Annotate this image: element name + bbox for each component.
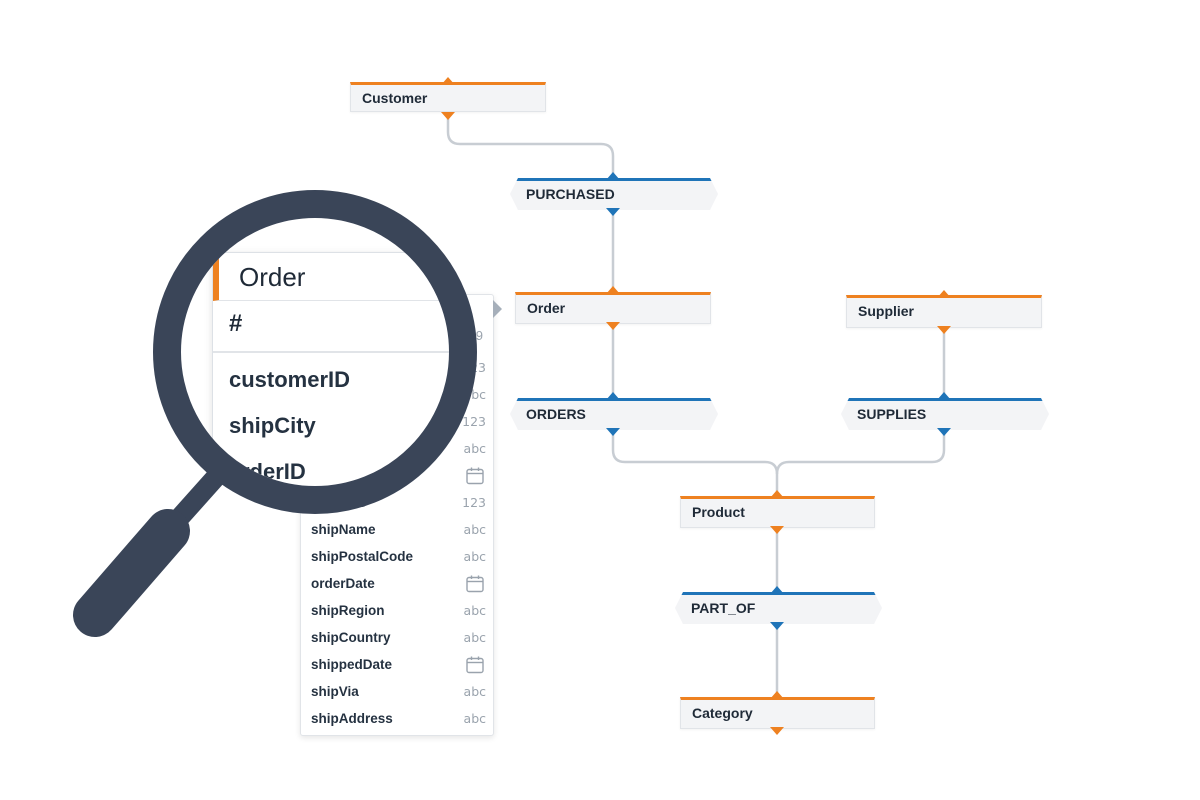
property-row: shipAddress abc (301, 706, 495, 733)
connector-out-icon (770, 727, 784, 735)
property-row: shippedDate (301, 652, 495, 679)
property-name: shipName (311, 522, 376, 537)
connector-in-icon (606, 172, 620, 180)
connector-out-icon (770, 622, 784, 630)
node-purchased[interactable]: PURCHASED (510, 178, 718, 210)
property-row: orderDate (301, 571, 495, 598)
string-type-icon: abc (463, 549, 486, 564)
node-label: Customer (362, 90, 428, 106)
node-label: Category (692, 705, 753, 721)
node-orders[interactable]: ORDERS (510, 398, 718, 430)
string-type-icon: abc (463, 630, 486, 645)
property-row: shipName abc (301, 517, 495, 544)
node-label: ORDERS (526, 406, 586, 422)
property-type-partial: 9 (475, 328, 483, 343)
calendar-icon (465, 655, 485, 675)
node-label: Order (527, 300, 566, 316)
property-row: abc (301, 436, 495, 463)
edge-supplies-product (775, 430, 946, 475)
connector-in-icon (441, 77, 455, 85)
property-row (301, 463, 495, 490)
string-type-icon: abc (463, 711, 486, 726)
string-type-icon: abc (463, 522, 486, 537)
connector-in-icon (937, 392, 951, 400)
connector-out-icon (441, 112, 455, 120)
property-row: 123 (301, 409, 495, 436)
node-order[interactable]: Order (515, 292, 711, 324)
node-product[interactable]: Product (680, 496, 875, 528)
node-label: Supplier (858, 303, 915, 319)
node-label: PURCHASED (526, 186, 615, 202)
node-part-of[interactable]: PART_OF (675, 592, 882, 624)
connector-in-icon (606, 286, 620, 294)
number-type-icon: 123 (462, 414, 486, 429)
node-label: PART_OF (691, 600, 756, 616)
connector-in-icon (937, 290, 951, 298)
calendar-icon (465, 574, 485, 594)
connector-out-icon (606, 208, 620, 216)
connector-in-icon (606, 392, 620, 400)
string-type-icon: abc (463, 603, 486, 618)
connector-in-icon (770, 691, 784, 699)
connector-out-icon (770, 526, 784, 534)
node-label: Product (692, 504, 745, 520)
connector-out-icon (606, 322, 620, 330)
property-row: shipRegion abc (301, 598, 495, 625)
magnifier-ring (153, 190, 477, 514)
property-name: shippedDate (311, 657, 393, 672)
property-name: orderDate (311, 576, 375, 591)
edge-orders-product (611, 430, 779, 498)
connector-in-icon (770, 586, 784, 594)
property-name: shipRegion (311, 603, 385, 618)
calendar-icon (465, 466, 485, 486)
number-type-icon: 123 (462, 495, 486, 510)
property-name: shipPostalCode (311, 549, 414, 564)
node-customer[interactable]: Customer (350, 82, 546, 112)
property-row: shipVia abc (301, 679, 495, 706)
property-row: shipCountry abc (301, 625, 495, 652)
node-label: SUPPLIES (857, 406, 927, 422)
node-category[interactable]: Category (680, 697, 875, 729)
connector-out-icon (937, 428, 951, 436)
connector-out-icon (937, 326, 951, 334)
string-type-icon: abc (463, 441, 486, 456)
string-type-icon: abc (463, 684, 486, 699)
property-name: shipAddress (311, 711, 393, 726)
property-name: shipVia (311, 684, 359, 699)
node-supplies[interactable]: SUPPLIES (841, 398, 1049, 430)
panel-pointer-icon (493, 300, 502, 318)
property-name: shipCountry (311, 630, 391, 645)
property-row: shipPostalCode abc (301, 544, 495, 571)
node-supplier[interactable]: Supplier (846, 295, 1042, 328)
connector-out-icon (606, 428, 620, 436)
connector-in-icon (770, 490, 784, 498)
edge-customer-purchased (446, 116, 615, 180)
